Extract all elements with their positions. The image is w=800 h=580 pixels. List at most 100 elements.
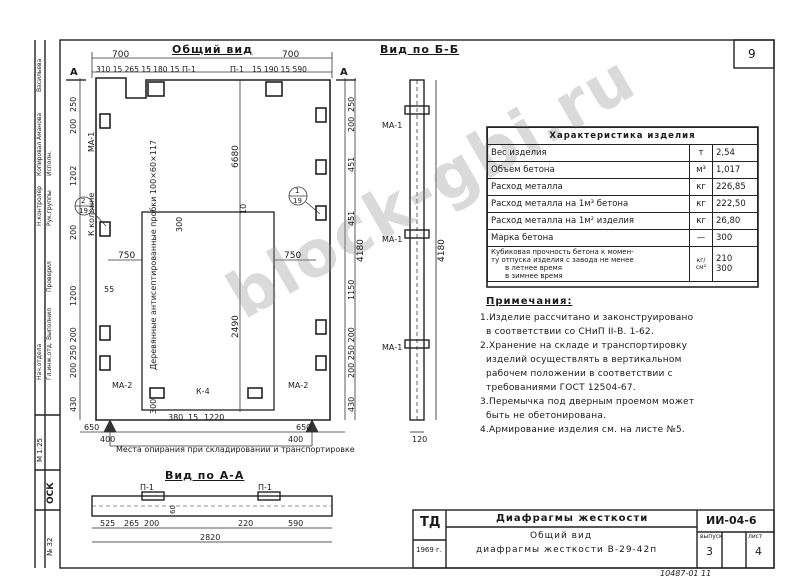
callout-2-bottom: 19 [79, 207, 88, 215]
dim-left-200-250-200: 200 250 200 [69, 327, 78, 378]
dim-700-left: 700 [112, 50, 130, 60]
dim-bot-650-left: 650 [84, 423, 100, 432]
dim-aa-525: 525 [100, 519, 116, 528]
label-p1-aa-left: П-1 [140, 483, 154, 492]
row-unit: кг [689, 212, 713, 230]
dim-aa-60: 60 [169, 505, 177, 514]
strength-winter: в зимнее время [505, 272, 563, 281]
dim-750-left: 750 [118, 251, 136, 261]
table-row-strength: Кубиковая прочность бетона к момен- ту о… [487, 245, 758, 283]
page-number: 9 [748, 47, 756, 61]
table-row: Объем бетона м³ 1,017 [487, 161, 758, 179]
dim-left-1202: 1202 [69, 165, 78, 186]
page-number-box [733, 39, 775, 69]
dim-row-right: 15 190 15 590 [252, 65, 307, 74]
dim-4180: 4180 [356, 239, 366, 262]
stamp-text: Гл.инж.отд. [46, 342, 53, 380]
label-to-column: К колонне [87, 192, 96, 236]
title-year: 1969 г. [416, 546, 442, 554]
strength-line2: ту отпуска изделия с завода не менее [491, 256, 634, 265]
stamp-num: № 32 [46, 537, 54, 556]
title-issue: 3 [706, 545, 713, 558]
note-line: быть не обетонирована. [486, 411, 607, 421]
title-sub1: Общий вид [530, 531, 593, 541]
stamp-text: Копировал [36, 141, 43, 176]
dim-750-right: 750 [284, 251, 302, 261]
stamp-text: Васильева [36, 58, 43, 92]
title-code: ИИ-04-6 [706, 514, 757, 527]
dim-300: 300 [175, 216, 184, 232]
label-wood-plugs: Деревянные антисептированные пробки 100×… [149, 139, 158, 370]
general-view-title: Общий вид [172, 43, 253, 56]
note-line: 1.Изделие рассчитано и законструировано [480, 313, 694, 323]
title-name: Диафрагмы жесткости [496, 513, 649, 524]
dim-aa-265: 265 [124, 519, 140, 528]
characteristics-title: Характеристика изделия [487, 127, 758, 145]
dim-2490: 2490 [231, 315, 241, 338]
note-line: изделий осуществлять в вертикальном [486, 355, 682, 365]
row-unit: — [689, 229, 713, 247]
title-block-lines [412, 509, 775, 569]
dim-10: 10 [239, 203, 248, 214]
row-value: 2,54 [712, 144, 758, 162]
dim-700-right: 700 [282, 50, 300, 60]
row-value: 300 [712, 229, 758, 247]
row-unit: т [689, 144, 713, 162]
stamp-text: Аманова [36, 112, 43, 140]
row-name: Расход металла [487, 178, 690, 196]
dim-300-bottom: 300 [149, 398, 158, 414]
label-p1-aa-right: П-1 [258, 483, 272, 492]
title-sub2: диафрагмы жесткости В-29-42п [476, 545, 658, 555]
stamp-text: Выполнил [46, 308, 53, 340]
note-line: 2.Хранение на складе и транспортировку [480, 341, 688, 351]
dim-left-1200: 1200 [69, 285, 78, 306]
table-row: Вес изделия т 2,54 [487, 144, 758, 162]
dim-55: 55 [104, 285, 115, 294]
strength-unit: кг/см² [689, 245, 713, 283]
dim-left-430: 430 [69, 396, 78, 412]
dim-6680: 6680 [231, 145, 241, 168]
strength-summer-value: 210 [716, 253, 733, 264]
dim-aa-200: 200 [144, 519, 160, 528]
note-line: в соответствии со СНиП II-В. 1-62. [486, 327, 654, 337]
label-ma1-side-mid: МА-1 [382, 235, 403, 244]
row-value: 1,017 [712, 161, 758, 179]
dim-right-200-250-200: 200 250 200 [347, 327, 356, 378]
dim-right-200: 200 [347, 116, 356, 132]
row-unit: кг [689, 195, 713, 213]
note-line: 4.Армирование изделия см. на листе №5. [480, 425, 685, 435]
strength-winter-value: 300 [716, 264, 733, 275]
section-a-left: А [70, 67, 78, 78]
table-row: Расход металла на 1м² изделия кг 26,80 [487, 212, 758, 230]
label-ma2-left: МА-2 [112, 381, 133, 390]
callout-2-top: 2 [81, 197, 86, 205]
dim-right-430: 430 [347, 396, 356, 412]
label-ma2-right: МА-2 [288, 381, 309, 390]
dim-right-1150: 1150 [347, 279, 356, 300]
title-sheet-label: лист [748, 533, 763, 540]
dim-bot-400-right: 400 [288, 435, 304, 444]
dim-bot-15: 15 [188, 413, 199, 422]
dim-aa-220: 220 [238, 519, 254, 528]
strength-line1: Кубиковая прочность бетона к момен- [491, 248, 634, 256]
callout-1-top: 1 [295, 187, 300, 195]
strength-summer: в летнее время [505, 264, 562, 273]
row-name: Марка бетона [487, 229, 690, 247]
dim-bot-380: 380 [168, 413, 184, 422]
title-org: ТД [420, 515, 441, 530]
label-ma1-side-top: МА-1 [382, 121, 403, 130]
dim-left-250: 250 [69, 96, 78, 112]
row-name: Объем бетона [487, 161, 690, 179]
notes-title: Примечания: [486, 296, 573, 307]
dim-aa-590: 590 [288, 519, 304, 528]
stamp-text: Проверил [46, 261, 53, 292]
dim-left-200a: 200 [69, 118, 78, 134]
row-value: 226,85 [712, 178, 758, 196]
view-aa-title: Вид по А-А [165, 469, 245, 482]
dim-right-250: 250 [347, 96, 356, 112]
note-line: рабочем положении в соответствии с [486, 369, 673, 379]
side-view-bb [404, 79, 437, 433]
dim-bot-1220: 1220 [204, 413, 225, 422]
